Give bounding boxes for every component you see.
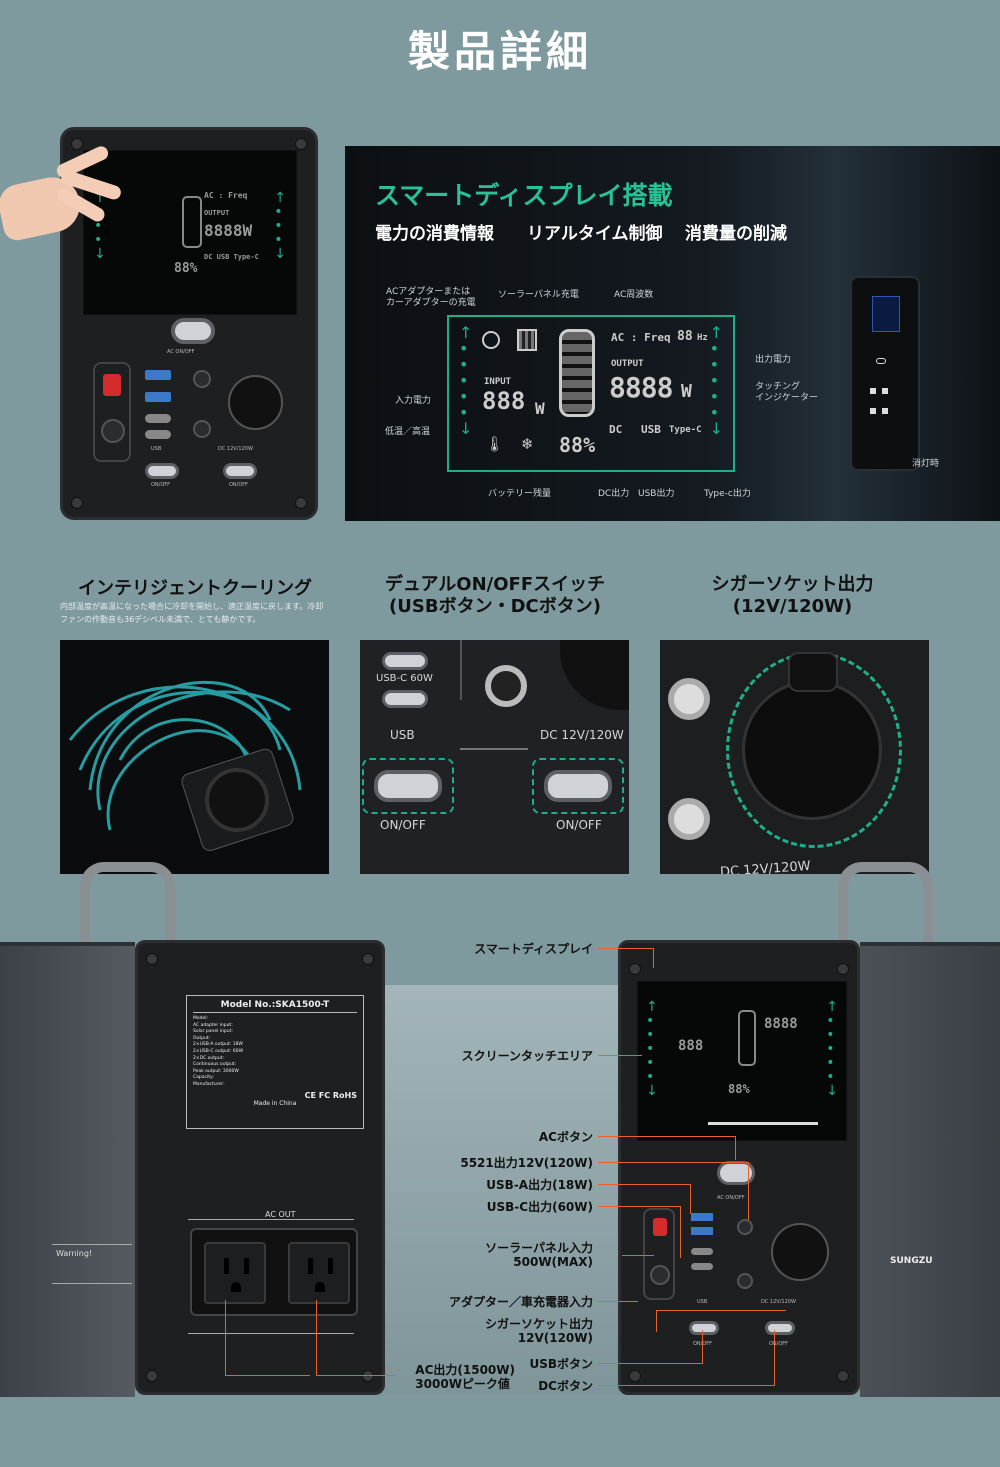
night-device <box>850 276 920 471</box>
usb-onoff-button[interactable] <box>145 463 179 479</box>
callout-dc5521: 5521出力12V(120W) <box>460 1156 593 1170</box>
cigar-socket[interactable] <box>742 680 882 820</box>
usb-c-port[interactable] <box>145 414 171 423</box>
usb-onoff-highlight <box>362 758 454 814</box>
usb-a-port[interactable] <box>691 1213 713 1221</box>
cigar-socket[interactable] <box>771 1223 829 1281</box>
callout-ac-out: AC出力(1500W) 3000Wピーク値 <box>415 1363 515 1391</box>
dc-onoff-button[interactable] <box>223 463 257 479</box>
bottom-backdrop <box>380 985 620 1395</box>
brand-logo: SUNGZU <box>890 1256 933 1266</box>
callout-usb-button: USBボタン <box>529 1357 593 1371</box>
usb-onoff-button[interactable] <box>689 1321 719 1335</box>
ac-outlet[interactable] <box>204 1242 266 1304</box>
back-handle <box>80 862 175 942</box>
ac-outlet-housing <box>190 1228 358 1316</box>
usb-a-port[interactable] <box>691 1227 713 1235</box>
dc5521-port[interactable] <box>737 1273 753 1289</box>
dual-switch-image: USB-C 60W USB DC 12V/120W ON/OFF ON/OFF <box>360 640 629 874</box>
dc5521-port[interactable] <box>193 370 211 388</box>
front-handle <box>838 862 933 942</box>
cooling-fan-image <box>60 640 329 874</box>
ac-onoff-button[interactable] <box>717 1161 755 1185</box>
callout-usb-c: USB-C出力(60W) <box>486 1200 593 1214</box>
cigar-socket[interactable] <box>228 375 283 430</box>
callout-usb-a: USB-A出力(18W) <box>486 1178 593 1192</box>
dc-onoff-highlight <box>532 758 624 814</box>
callout-solar: ソーラーパネル入力 500W(MAX) <box>485 1241 593 1269</box>
usb-a-port[interactable] <box>145 370 171 380</box>
feature-cooling-title: インテリジェントクーリング <box>78 578 312 599</box>
feature-switch-title: デュアルON/OFFスイッチ (USBボタン・DCボタン) <box>384 574 606 617</box>
ac-outlet[interactable] <box>288 1242 350 1304</box>
snowflake-icon: ❄ <box>521 435 534 453</box>
callout-touch-area: スクリーンタッチエリア <box>461 1049 593 1063</box>
hand-illustration <box>0 144 123 250</box>
page-title: 製品詳細 <box>407 27 592 76</box>
callout-ac-button: ACボタン <box>538 1130 593 1144</box>
dc-onoff-button[interactable] <box>765 1321 795 1335</box>
dc-onoff-button[interactable] <box>544 770 612 802</box>
front-device-side: SUNGZU <box>860 942 1000 1397</box>
callout-cigar: シガーソケット出力 12V(120W) <box>484 1317 593 1345</box>
callout-adapter: アダプター／車充電器入力 <box>448 1295 593 1309</box>
dc-input-block <box>93 362 131 462</box>
battery-icon <box>559 329 595 417</box>
feature-cigar-title: シガーソケット出力 (12V/120W) <box>711 574 874 617</box>
adapter-icon <box>482 331 500 349</box>
dc5521-port[interactable] <box>737 1219 753 1235</box>
usb-c-port[interactable] <box>145 430 171 439</box>
usb-c-port[interactable] <box>691 1263 713 1270</box>
dc5521-port[interactable] <box>193 420 211 438</box>
lcd-diagram: ↑•••••↓ ↑•••••↓ AC : Freq 88 Hz OUTPUT 8… <box>447 315 735 472</box>
spec-label: Model No.:SKA1500-T Model: AC adapter in… <box>186 995 364 1129</box>
callout-dc-button: DCボタン <box>538 1379 593 1393</box>
front-lcd[interactable]: ↑•••••↓ ↑•••••↓ 8888 888 88% <box>637 981 847 1141</box>
back-device-panel: Model No.:SKA1500-T Model: AC adapter in… <box>135 940 385 1395</box>
usb-c-port[interactable] <box>691 1248 713 1255</box>
smart-display-heading: スマートディスプレイ搭載 <box>375 181 673 210</box>
top-device-lcd[interactable]: ↑•••↓ ↑•••↓ AC : Freq OUTPUT 8888W DC US… <box>83 150 297 315</box>
usb-a-port[interactable] <box>145 392 171 402</box>
top-device-panel: ↑•••↓ ↑•••↓ AC : Freq OUTPUT 8888W DC US… <box>60 127 318 520</box>
smart-display-panel: スマートディスプレイ搭載 電力の消費情報 リアルタイム制御 消費量の削減 <box>345 146 1000 521</box>
feature-cooling-desc: 内部温度が高温になった場合に冷却を開始し、適正温度に戻します。冷却ファンの作動音… <box>60 602 324 624</box>
cigar-socket-image: DC 12V/120W <box>660 640 929 874</box>
thermometer-icon: 🌡 <box>485 435 505 453</box>
solar-icon <box>517 329 537 351</box>
ac-onoff-button[interactable] <box>171 318 215 344</box>
usb-onoff-button[interactable] <box>374 770 442 802</box>
front-device-panel: ↑•••••↓ ↑•••••↓ 8888 888 88% AC ON/OFF U… <box>618 940 860 1395</box>
callout-smart-display: スマートディスプレイ <box>474 942 593 956</box>
back-device-side: Warning! <box>0 942 135 1397</box>
